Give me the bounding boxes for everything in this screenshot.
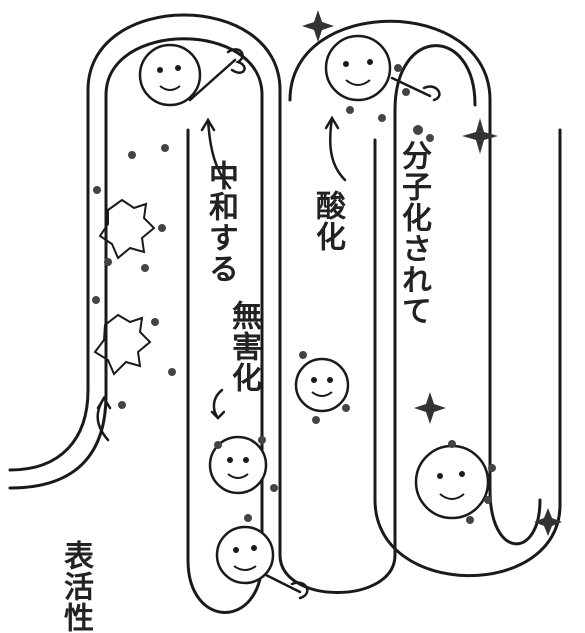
serpentine-tube-outer-left — [10, 90, 88, 470]
label-left-bottom: 表活性 — [60, 540, 90, 633]
molecule-starburst-lower — [95, 315, 150, 374]
label-right-mid: 酸化 — [312, 190, 342, 252]
molecule-starburst-upper — [100, 200, 154, 258]
sparkle-right-top — [462, 118, 498, 154]
face-mid-right — [296, 359, 348, 411]
label-mid-top: 中和する — [205, 160, 235, 284]
label-right-top: 分子化されて — [398, 140, 428, 326]
serpentine-tube-inner-left — [10, 95, 106, 488]
face-bottom — [217, 527, 273, 583]
face-top-right — [326, 36, 390, 100]
sparkle-right-mid — [414, 392, 446, 424]
face-top-left — [140, 45, 200, 105]
face-bottom-right — [416, 446, 488, 518]
serpentine-tube-loop-3 — [290, 21, 490, 490]
label-mid-bottom: 無害化 — [228, 300, 258, 393]
